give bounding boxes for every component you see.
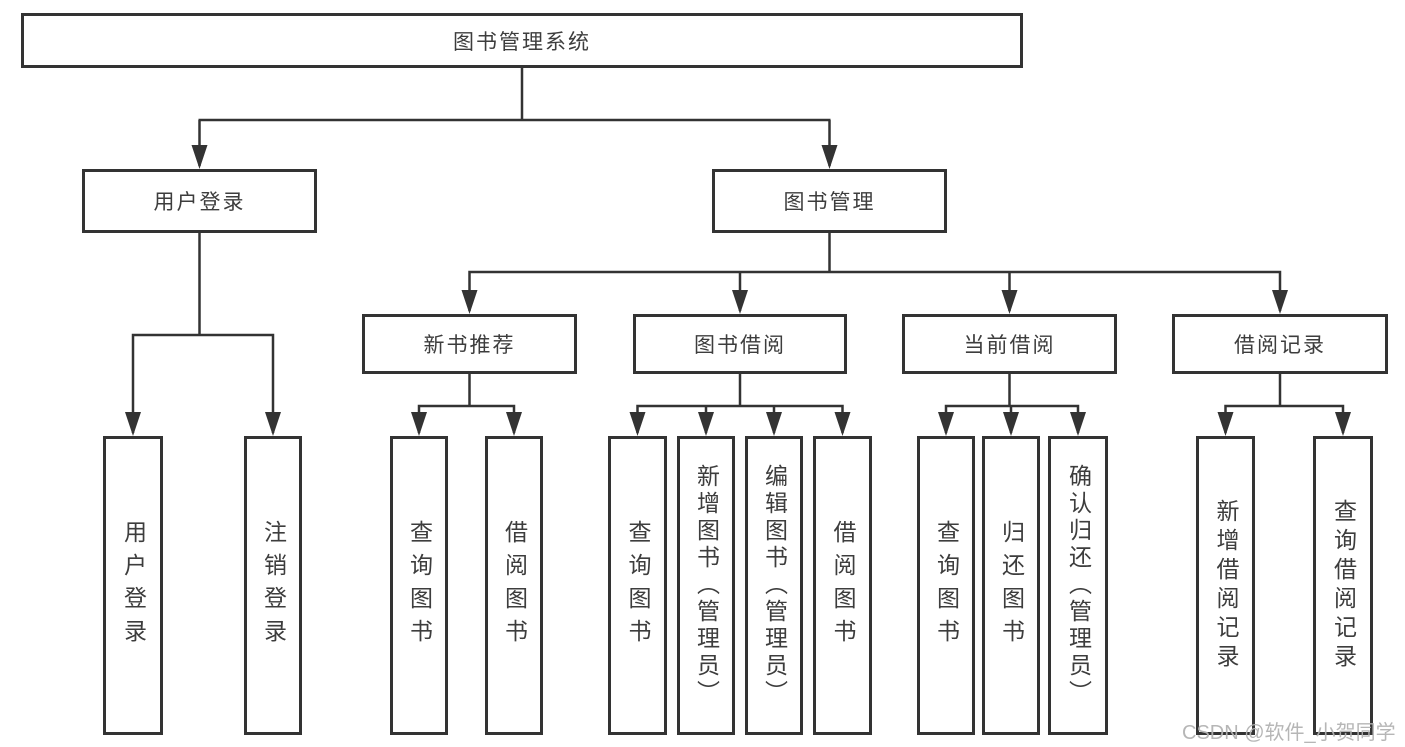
leaf-bb-query-books: 查询图书 <box>608 436 667 735</box>
leaf-bb-edit-books-admin-label: 编辑图书（管理员） <box>761 464 788 707</box>
leaf-logout-label: 注销登录 <box>260 519 287 652</box>
node-user-login: 用户登录 <box>82 169 317 233</box>
leaf-nbr-query-books: 查询图书 <box>390 436 448 735</box>
leaf-cb-confirm-return-admin-label: 确认归还（管理员） <box>1065 464 1092 707</box>
leaf-bb-borrow-books-label: 借阅图书 <box>830 519 856 652</box>
node-book-borrowing: 图书借阅 <box>633 314 847 374</box>
arrowheads <box>125 145 1351 436</box>
node-new-book-recommendation-label: 新书推荐 <box>423 334 516 357</box>
leaf-br-query-record: 查询借阅记录 <box>1313 436 1373 735</box>
node-user-login-label: 用户登录 <box>153 191 246 214</box>
leaf-br-query-record-label: 查询借阅记录 <box>1330 498 1357 673</box>
leaf-cb-query-books-label: 查询图书 <box>933 519 960 652</box>
leaf-br-add-record: 新增借阅记录 <box>1196 436 1255 735</box>
leaf-logout: 注销登录 <box>244 436 302 735</box>
node-root-label: 图书管理系统 <box>453 30 591 54</box>
watermark: CSDN @软件_小贺同学 <box>1182 722 1396 744</box>
node-borrowing-records: 借阅记录 <box>1172 314 1388 374</box>
leaf-bb-edit-books-admin: 编辑图书（管理员） <box>745 436 803 735</box>
node-book-management: 图书管理 <box>712 169 947 233</box>
node-current-borrowing-label: 当前借阅 <box>963 334 1056 357</box>
leaf-cb-return-books-label: 归还图书 <box>998 519 1025 652</box>
leaf-bb-query-books-label: 查询图书 <box>625 519 651 652</box>
node-new-book-recommendation: 新书推荐 <box>362 314 577 374</box>
node-current-borrowing: 当前借阅 <box>902 314 1117 374</box>
leaf-user-login-label: 用户登录 <box>120 519 147 652</box>
leaf-cb-confirm-return-admin: 确认归还（管理员） <box>1048 436 1108 735</box>
leaf-cb-query-books: 查询图书 <box>917 436 975 735</box>
leaf-bb-add-books-admin: 新增图书（管理员） <box>677 436 735 735</box>
node-book-borrowing-label: 图书借阅 <box>694 334 786 357</box>
node-book-management-label: 图书管理 <box>783 191 876 214</box>
leaf-nbr-borrow-books: 借阅图书 <box>485 436 543 735</box>
leaf-cb-return-books: 归还图书 <box>982 436 1040 735</box>
node-borrowing-records-label: 借阅记录 <box>1234 334 1326 357</box>
leaf-nbr-borrow-books-label: 借阅图书 <box>501 519 528 652</box>
leaf-br-add-record-label: 新增借阅记录 <box>1213 498 1239 673</box>
leaf-nbr-query-books-label: 查询图书 <box>406 519 433 652</box>
leaf-bb-borrow-books: 借阅图书 <box>813 436 872 735</box>
leaf-bb-add-books-admin-label: 新增图书（管理员） <box>693 464 720 707</box>
leaf-user-login: 用户登录 <box>103 436 163 735</box>
node-root: 图书管理系统 <box>21 13 1023 68</box>
